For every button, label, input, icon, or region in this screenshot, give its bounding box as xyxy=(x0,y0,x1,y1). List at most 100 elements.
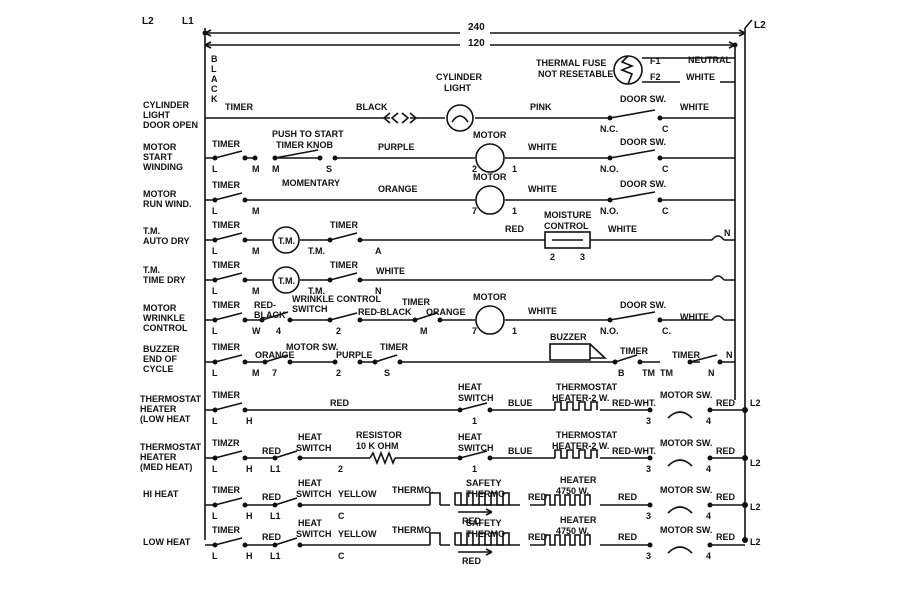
r9-heat-2: SWITCH xyxy=(296,443,332,453)
r6-wrinkle-1: WRINKLE CONTROL xyxy=(292,294,381,304)
r5-timer2: TIMER xyxy=(330,260,358,270)
r11-thermo: THERMO xyxy=(392,525,431,535)
r7-motorsw: MOTOR SW. xyxy=(286,342,338,352)
row-tm-auto-dry: TIMER T.M. TIMER RED MOISTURE CONTROL WH… xyxy=(205,210,735,262)
r7-b: B xyxy=(618,368,625,378)
r4-tm2: T.M. xyxy=(308,246,325,256)
black-v1: B xyxy=(211,54,218,64)
r4-tm: T.M. xyxy=(278,236,295,246)
left-label-5b: TIME DRY xyxy=(143,275,186,285)
r3-timer: TIMER xyxy=(212,180,240,190)
r6-m: M xyxy=(420,326,428,336)
r8-thermo-1: THERMOSTAT xyxy=(556,382,618,392)
r9-redwht: RED-WHT. xyxy=(612,446,656,456)
r11-heater-1: HEATER xyxy=(560,515,597,525)
r6-white: WHITE xyxy=(528,306,557,316)
fuse-symbol xyxy=(613,55,643,85)
r9-n1: 1 xyxy=(472,464,477,474)
r5-l: L xyxy=(212,286,218,296)
black-v5: K xyxy=(211,94,218,104)
r8-red: RED xyxy=(330,398,350,408)
black-v3: A xyxy=(211,74,218,84)
r5-tm2: T.M. xyxy=(308,286,325,296)
r3-white: WHITE xyxy=(528,184,557,194)
r9-thermo-1: THERMOSTAT xyxy=(556,430,618,440)
left-label-1a: CYLINDER xyxy=(143,100,190,110)
r4-n2: 2 xyxy=(550,252,555,262)
r4-a: A xyxy=(375,246,382,256)
r9-h: H xyxy=(246,464,253,474)
r7-l: L xyxy=(212,368,218,378)
r10-red4: RED xyxy=(618,492,638,502)
r10-heater-2: 4750 W. xyxy=(556,486,589,496)
r7-timer: TIMER xyxy=(212,342,240,352)
r10-red3: RED xyxy=(528,492,548,502)
left-label-8b: HEATER xyxy=(140,404,177,414)
r10-safety-1: SAFETY xyxy=(466,478,502,488)
left-label-8c: (LOW HEAT xyxy=(140,414,191,424)
header-rails: L2 L1 240 120 L2 NEUTRAL B L A C K xyxy=(142,16,766,540)
left-label-5a: T.M. xyxy=(143,265,160,275)
r7-m: M xyxy=(252,368,260,378)
r1-c: C xyxy=(662,124,669,134)
r1-timer: TIMER xyxy=(225,102,253,112)
r9-red2: RED xyxy=(716,446,736,456)
left-label-4a: T.M. xyxy=(143,226,160,236)
r3-n1: 1 xyxy=(512,206,517,216)
r2-n2: 2 xyxy=(472,164,477,174)
r5-timer: TIMER xyxy=(212,260,240,270)
r2-l: L xyxy=(212,164,218,174)
r8-h: H xyxy=(246,416,253,426)
r8-heat-2: SWITCH xyxy=(458,393,494,403)
r8-timer: TIMER xyxy=(212,390,240,400)
r8-red2: RED xyxy=(716,398,736,408)
r10-c: C xyxy=(338,511,345,521)
r4-l: L xyxy=(212,246,218,256)
label-l2-right: L2 xyxy=(754,20,766,31)
r4-m: M xyxy=(252,246,260,256)
left-label-9a: THERMOSTAT xyxy=(140,442,202,452)
left-label-1b: LIGHT xyxy=(143,110,170,120)
r6-door: DOOR SW. xyxy=(620,300,666,310)
r6-no: N.O. xyxy=(600,326,619,336)
r11-heater-2: 4750 W. xyxy=(556,526,589,536)
r11-h: H xyxy=(246,551,253,561)
r8-thermo-2: HEATER-2 W. xyxy=(552,393,609,403)
row-thermostat-low: TIMER RED HEAT SWITCH BLUE THERMOSTAT HE… xyxy=(205,382,761,426)
r6-n4: 4 xyxy=(276,326,281,336)
label-240: 240 xyxy=(468,22,485,33)
left-labels: CYLINDER LIGHT DOOR OPEN MOTOR START WIN… xyxy=(140,100,202,547)
left-label-4b: AUTO DRY xyxy=(143,236,190,246)
r11-motorsw: MOTOR SW. xyxy=(660,525,712,535)
fuse-label-1: THERMAL FUSE xyxy=(536,58,606,68)
r10-h: H xyxy=(246,511,253,521)
r7-tm: TM xyxy=(642,368,655,378)
r2-motor: MOTOR xyxy=(473,130,507,140)
r7-n: N xyxy=(708,368,715,378)
r8-blue: BLUE xyxy=(508,398,533,408)
r10-red5: RED xyxy=(716,492,736,502)
r6-motor: MOTOR xyxy=(473,292,507,302)
r7-s: S xyxy=(384,368,390,378)
r9-heat2-2: SWITCH xyxy=(458,443,494,453)
r3-c: C xyxy=(662,206,669,216)
r9-blue: BLUE xyxy=(508,446,533,456)
r11-heat-2: SWITCH xyxy=(296,529,332,539)
r9-red: RED xyxy=(262,446,282,456)
r7-n2: 2 xyxy=(336,368,341,378)
r2-timer: TIMER xyxy=(212,139,240,149)
r8-heat-1: HEAT xyxy=(458,382,482,392)
left-label-10: HI HEAT xyxy=(143,489,179,499)
r11-n3: 3 xyxy=(646,551,651,561)
row-tm-time-dry: TIMER T.M. TIMER WHITE L M T.M. N xyxy=(205,260,735,296)
r9-res-2: 10 K OHM xyxy=(356,441,399,451)
left-label-1c: DOOR OPEN xyxy=(143,120,198,130)
buzzer-symbol xyxy=(549,343,591,361)
r6-timer: TIMER xyxy=(212,300,240,310)
r5-m: M xyxy=(252,286,260,296)
r9-l1: L1 xyxy=(270,464,281,474)
r9-heat2-1: HEAT xyxy=(458,432,482,442)
r6-n2: 2 xyxy=(336,326,341,336)
r6-l: L xyxy=(212,326,218,336)
r8-motorsw: MOTOR SW. xyxy=(660,390,712,400)
